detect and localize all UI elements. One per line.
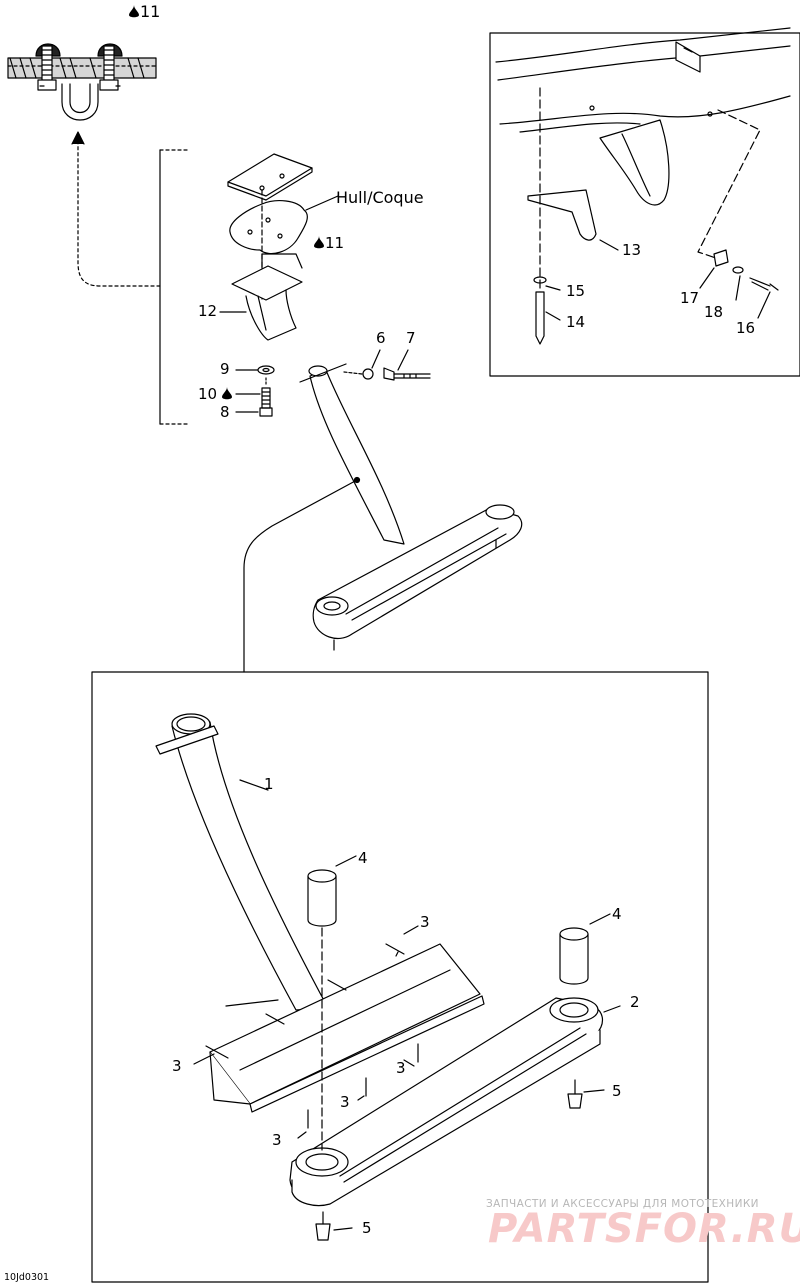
- callout-11b: 11: [325, 234, 345, 252]
- sealant-drop-icon: [222, 387, 232, 400]
- callout-13: 13: [622, 241, 642, 259]
- callout-3b: 3: [172, 1057, 182, 1075]
- leader-to-lower-frame: [243, 479, 358, 673]
- hull-plates: [227, 153, 339, 301]
- callout-11a: 11: [140, 2, 161, 21]
- callout-9: 9: [220, 360, 230, 378]
- diagram-code: 10Jd0301: [4, 1272, 50, 1283]
- callout-15: 15: [566, 282, 586, 300]
- callout-6: 6: [376, 329, 386, 347]
- watermark-subtitle: ЗАПЧАСТИ И АКСЕССУАРЫ ДЛЯ МОТОТЕХНИКИ: [486, 1198, 759, 1210]
- inset-frame-right: [489, 32, 800, 377]
- detail-leader: [71, 131, 189, 425]
- callout-14: 14: [566, 313, 586, 331]
- callout-4b: 4: [612, 905, 622, 923]
- sealant-drop-icon: [314, 236, 324, 249]
- lower-arm-tube: [155, 713, 329, 1011]
- hull-label: Hull/Coque: [336, 188, 424, 207]
- sealant-drop-icon: [129, 5, 139, 18]
- callout-3d: 3: [340, 1093, 350, 1111]
- callout-12: 12: [198, 302, 218, 320]
- callout-16: 16: [736, 319, 756, 337]
- bumpers-4: [307, 855, 611, 1151]
- lower-frame: [91, 671, 709, 1283]
- base-channel: [209, 943, 485, 1113]
- callout-2: 2: [630, 993, 640, 1011]
- feet-5: [225, 999, 621, 1241]
- callout-3a: 3: [420, 913, 430, 931]
- watermark-logo: PARTSFOR.RU: [488, 1206, 800, 1252]
- fasteners-8-9-10: [235, 365, 275, 417]
- callout-5a: 5: [612, 1082, 622, 1100]
- callout-3e: 3: [272, 1131, 282, 1149]
- callout-18: 18: [704, 303, 724, 321]
- callout-7: 7: [406, 329, 416, 347]
- callout-10: 10: [198, 385, 218, 403]
- hull-section-detail: [7, 43, 157, 121]
- inset-right-content: [495, 27, 791, 345]
- bracket-12: [219, 253, 303, 341]
- callout-4a: 4: [358, 849, 368, 867]
- callout-1: 1: [264, 775, 274, 793]
- callout-8: 8: [220, 403, 230, 421]
- callout-17: 17: [680, 289, 700, 307]
- callout-5b: 5: [362, 1219, 372, 1237]
- screws-3: [193, 925, 419, 1139]
- arm-assembly-small: [299, 363, 523, 651]
- pin-6-bolt-7: [343, 349, 431, 381]
- callout-3c: 3: [396, 1059, 406, 1077]
